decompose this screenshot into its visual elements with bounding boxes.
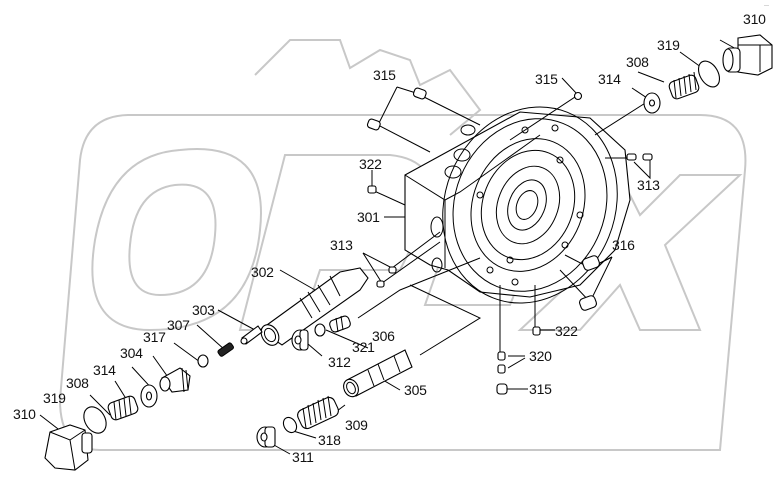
label-312: 312 (328, 354, 351, 370)
part-314-washer-left (140, 384, 158, 408)
part-312-plug (291, 329, 309, 351)
watermark-gear (254, 39, 482, 136)
label-315-bottom: 315 (529, 381, 552, 397)
label-316: 316 (612, 237, 635, 253)
label-310-right: 310 (743, 11, 766, 27)
part-318-oring (282, 416, 298, 434)
part-317-oring (197, 354, 209, 368)
label-314-right: 314 (598, 71, 621, 87)
part-302-spool (259, 267, 369, 346)
part-313-set-screws-left (376, 266, 397, 288)
part-308-spring-right (668, 71, 700, 100)
label-305: 305 (404, 382, 427, 398)
label-304: 304 (120, 345, 143, 361)
label-319-left: 319 (43, 390, 66, 406)
part-313-set-screws-right (626, 153, 653, 161)
label-311: 311 (292, 449, 314, 465)
part-311-plug (256, 426, 276, 448)
label-322-left: 322 (359, 156, 382, 172)
label-308-left: 308 (66, 375, 89, 391)
part-319-oring-right (697, 60, 721, 88)
part-306-plug (329, 315, 351, 333)
label-315-top-left: 315 (373, 67, 396, 83)
label-313-left: 313 (330, 237, 353, 253)
part-320-plugs (497, 351, 506, 374)
label-319-right: 319 (657, 37, 680, 53)
label-309: 309 (345, 417, 368, 433)
label-306: 306 (372, 328, 395, 344)
part-315-plug-bottom (496, 383, 508, 395)
part-316-plugs (579, 255, 600, 311)
part-319-oring-left (83, 406, 107, 434)
label-310-left: 310 (13, 406, 36, 422)
label-313-right: 313 (637, 177, 660, 193)
corner-mark: — (764, 3, 769, 9)
part-304-plug-seat (159, 367, 191, 393)
label-303: 303 (192, 302, 215, 318)
label-317: 317 (143, 329, 166, 345)
label-321: 321 (352, 339, 375, 355)
label-314-left: 314 (93, 362, 116, 378)
watermark-letter-o (91, 148, 262, 332)
label-301: 301 (357, 209, 380, 225)
label-308-right: 308 (626, 54, 649, 70)
part-310-hex-plug-right (722, 34, 773, 76)
part-303-pin (240, 325, 263, 345)
label-320: 320 (529, 348, 552, 364)
label-318: 318 (318, 432, 341, 448)
part-307-spring (217, 342, 234, 357)
part-310-hex-plug-left (44, 424, 93, 471)
part-315-plugs-top (366, 87, 583, 131)
label-307: 307 (167, 317, 190, 333)
label-302: 302 (251, 264, 274, 280)
part-321-oring (314, 323, 326, 337)
part-301-body (404, 106, 631, 304)
watermark-letter-x (517, 174, 743, 331)
label-315-top: 315 (535, 71, 558, 87)
part-305-sleeve (343, 349, 413, 398)
part-322-plug-bottom (532, 326, 541, 336)
watermark-frame (58, 114, 747, 451)
part-309-spring (297, 395, 339, 430)
part-322-plug-left (367, 185, 377, 194)
label-322-bottom: 322 (555, 323, 578, 339)
leader-lines (39, 39, 739, 455)
part-314-washer-right (643, 92, 661, 114)
part-308-spring-left (107, 395, 139, 421)
